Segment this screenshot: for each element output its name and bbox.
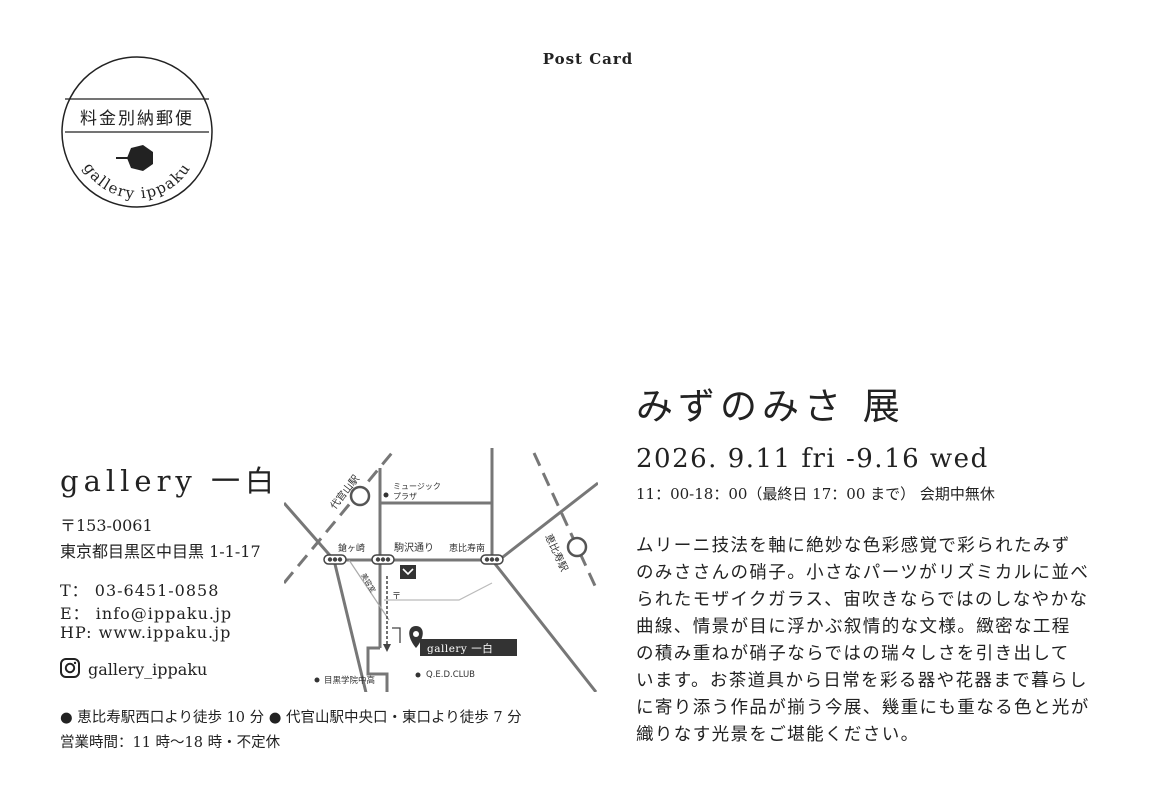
exhibition-title: みずのみさ 展 — [636, 385, 905, 428]
road-east — [498, 481, 598, 562]
label-yarigasaki: 鎗ヶ崎 — [338, 542, 365, 554]
label-qed-club: Q.E.D.CLUB — [426, 670, 475, 680]
phone: T： 03-6451-0858 — [60, 581, 220, 600]
label-komazawa: 駒沢通り — [394, 541, 434, 554]
label-meguro-school: 目黒学院中高 — [324, 675, 375, 686]
signal-komazawa-icon — [371, 554, 395, 565]
station-daikanyama-icon — [349, 485, 371, 507]
description-line: 曲線、情景が目に浮かぶ叙情的な文様。緻密な工程 — [636, 617, 1071, 637]
shop-icon — [400, 565, 416, 579]
exhibition-dates: 2026. 9.11 fri -9.16 wed — [636, 444, 989, 474]
rail-yamanote — [532, 452, 598, 589]
exhibition-time: 11：00-18：00（最終日 17：00 まで） 会期中無休 — [636, 485, 995, 503]
description-line: られたモザイクガラス、宙吹きならではのしなやかな — [636, 590, 1089, 610]
description-line: に寄り添う作品が揃う今展、幾重にも重なる色と光が — [636, 698, 1090, 718]
access-map: 代官山駅 恵比寿駅 ミュージック プラザ 駒沢通り 鎗ヶ崎 恵比寿南 美容室 〒… — [284, 448, 598, 692]
label-ebisu: 恵比寿駅 — [542, 532, 571, 574]
description-line: の積み重ねが硝子ならではの瑞々しさを引き出して — [636, 644, 1070, 664]
description-line: 織りなす光景をご堪能ください。 — [636, 725, 920, 745]
road-west — [284, 502, 368, 692]
label-gallery: gallery 一白 — [427, 642, 493, 655]
access-info: ● 恵比寿駅西口より徒歩 10 分 ● 代官山駅中央口・東口より徒歩 7 分 — [60, 710, 522, 726]
instagram-handle: gallery_ippaku — [88, 660, 208, 679]
label-plaza: プラザ — [393, 492, 417, 501]
label-post-office: 〒 — [392, 592, 401, 602]
postage-stamp: gallery ippaku — [61, 56, 213, 208]
signal-ebisuminami-icon — [480, 554, 504, 565]
description-line: のみささんの硝子。小さなパーツがリズミカルに並べ — [636, 563, 1090, 583]
address: 東京都目黒区中目黒 1-1-17 — [60, 542, 261, 561]
location-pin-icon — [409, 626, 423, 648]
gallery-logo-icon — [116, 145, 153, 171]
station-ebisu-icon — [566, 536, 588, 558]
homepage: HP: www.ippaku.jp — [60, 623, 232, 642]
label-biyoshitsu: 美容室 — [359, 572, 377, 595]
label-ebisuminami: 恵比寿南 — [449, 542, 485, 554]
business-hours: 営業時間：11 時〜18 時・不定休 — [60, 735, 281, 751]
signal-yarigasaki-icon — [323, 554, 347, 565]
email: E： info@ippaku.jp — [60, 604, 233, 623]
rail-toyoko — [284, 448, 398, 584]
description-line: います。お茶道具から日常を彩る器や花器まで暮らし — [636, 671, 1088, 691]
zip-code: 〒153-0061 — [60, 516, 153, 535]
exhibition-description: ムリーニ技法を軸に絶妙な色彩感覚で彩られたみず のみささんの硝子。小さなパーツが… — [636, 533, 1116, 749]
instagram-icon — [60, 658, 80, 678]
stamp-title: 料金別納郵便 — [80, 109, 194, 129]
label-museum: ミュージック — [393, 482, 441, 491]
gallery-name: gallery 一白 — [60, 464, 280, 498]
description-line: ムリーニ技法を軸に絶妙な色彩感覚で彩られたみず — [636, 536, 1071, 556]
postcard-title: Post Card — [542, 50, 634, 68]
instagram: gallery_ippaku — [60, 658, 207, 679]
